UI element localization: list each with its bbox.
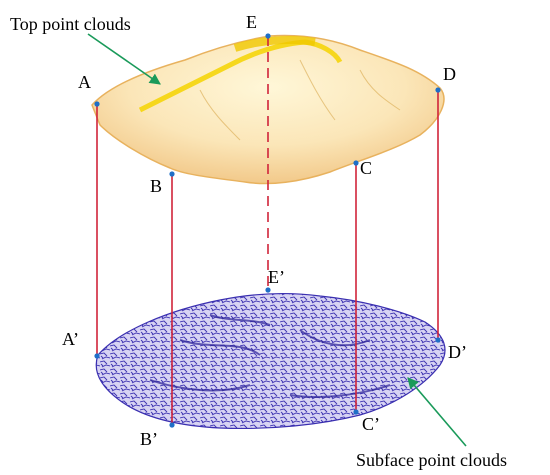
point-markers [94,33,441,428]
label-e: E [246,12,257,32]
caption-bottom: Subface point clouds [356,450,507,470]
label-d: D [443,64,456,84]
label-c: C [360,158,372,178]
label-a: A [78,72,91,92]
label-b: B [150,176,162,196]
label-c-prime: C’ [362,414,380,434]
label-d-prime: D’ [448,342,467,362]
label-a-prime: A’ [62,329,79,349]
connector-lines [96,36,439,425]
arrow-top [87,33,161,85]
caption-top: Top point clouds [10,14,131,34]
label-b-prime: B’ [140,429,158,449]
label-e-prime: E’ [268,267,285,287]
arrow-bottom [407,377,467,447]
ridge-line [138,39,343,113]
subface-point-cloud [95,293,446,430]
